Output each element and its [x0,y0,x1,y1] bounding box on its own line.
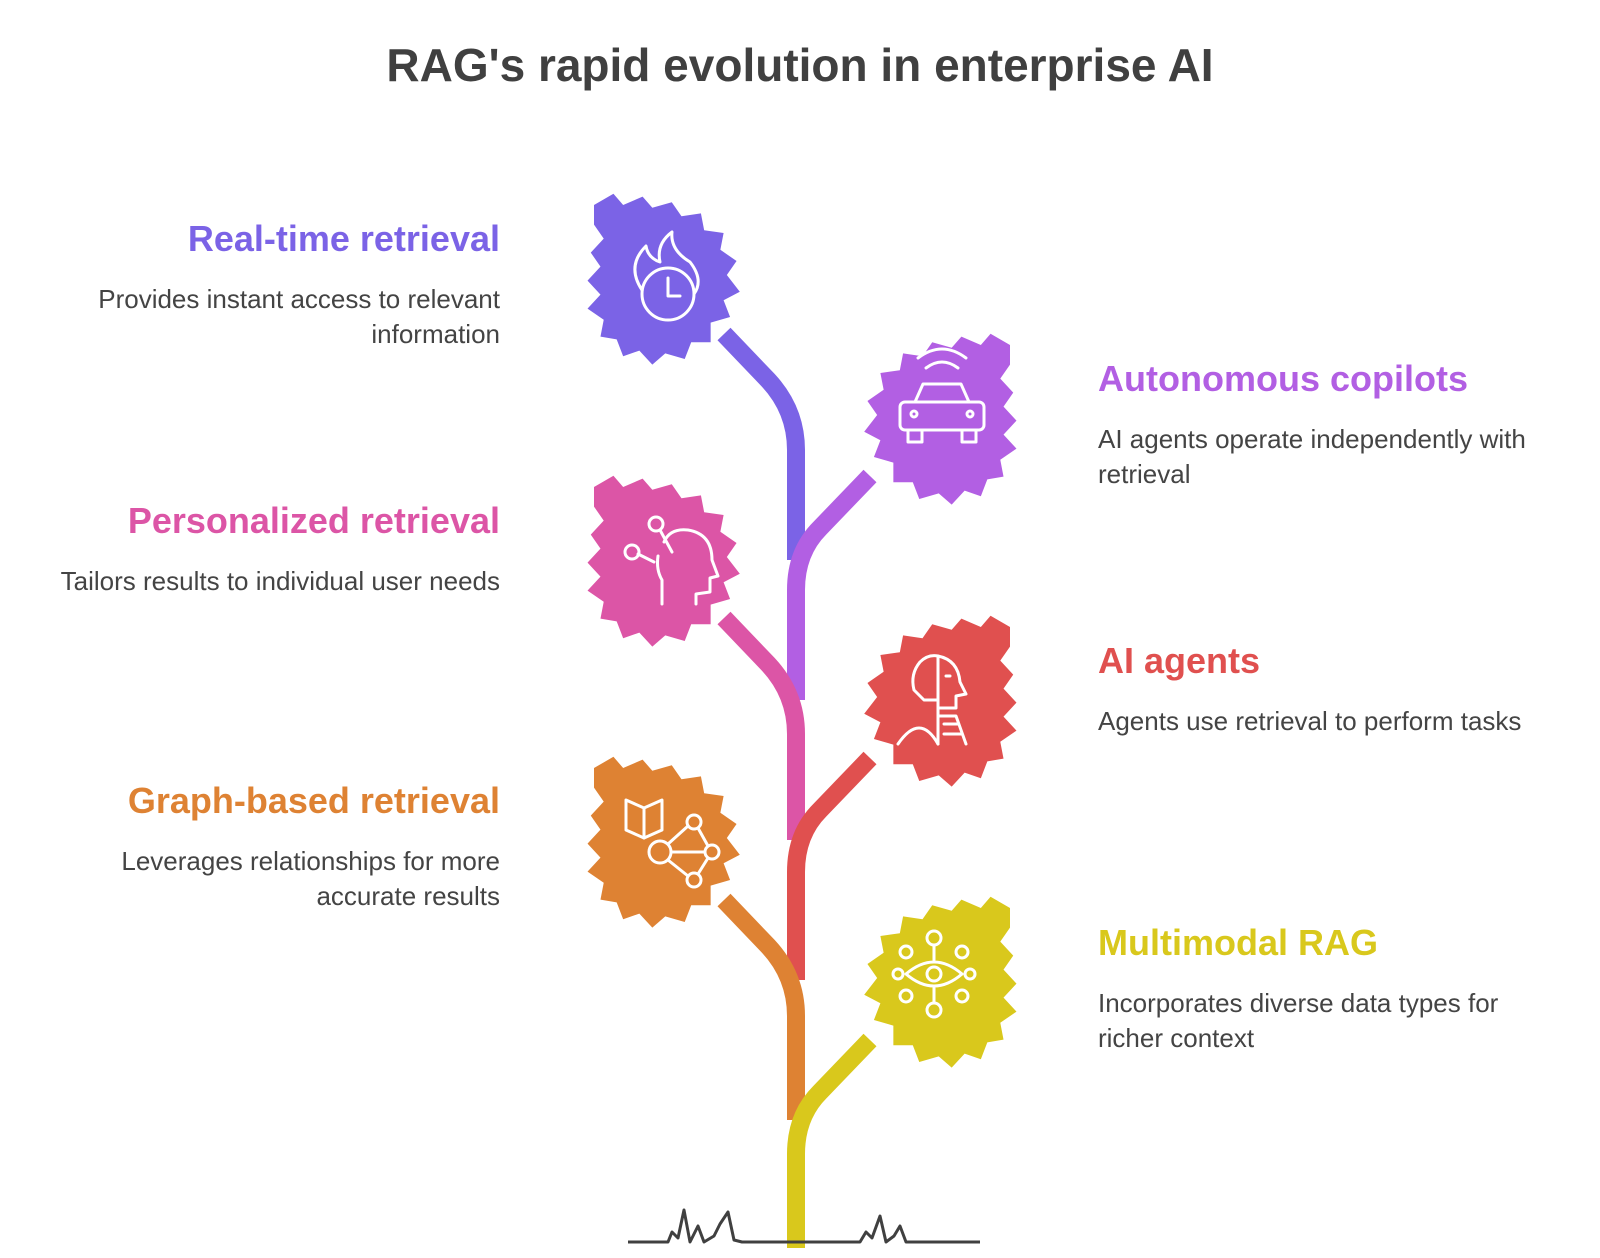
stem-segment-1 [717,327,805,560]
eye-network-icon [891,929,977,1019]
item-multimodal-rag: Multimodal RAG Incorporates diverse data… [1098,922,1568,1056]
stem-segment-3 [717,611,805,840]
item-title: Personalized retrieval [127,500,500,541]
item-title: Autonomous copilots [1098,358,1468,399]
leaf-ai-agents [864,615,1017,787]
item-title: Multimodal RAG [1098,922,1378,963]
item-title: Real-time retrieval [187,218,500,259]
item-description: Agents use retrieval to perform tasks [1098,706,1522,736]
stem-segment-5 [717,893,805,1120]
leaf-real-time-retrieval [587,193,740,365]
stem-segment-6 [787,1033,877,1248]
stem-segment-4 [787,751,877,980]
page-title: RAG's rapid evolution in enterprise AI [386,39,1214,91]
item-description: Tailors results to individual user needs [60,566,500,596]
leaf-personalized-retrieval [587,475,740,647]
autonomous-car-icon [898,347,986,444]
item-description: Incorporates diverse data types for rich… [1098,988,1499,1053]
item-description: Leverages relationships for more accurat… [121,846,500,911]
item-title: AI agents [1098,640,1261,681]
item-title: Graph-based retrieval [127,780,500,821]
fire-clock-icon [633,230,700,322]
robot-agent-icon [896,654,968,746]
item-description: Provides instant access to relevant info… [98,284,500,349]
leaf-autonomous-copilots [864,333,1017,505]
ground-line [628,1208,980,1244]
head-network-icon [623,515,720,606]
item-description: AI agents operate independently with ret… [1098,424,1526,489]
item-autonomous-copilots: Autonomous copilots AI agents operate in… [1098,358,1568,492]
item-ai-agents: AI agents Agents use retrieval to perfor… [1098,640,1568,739]
item-personalized-retrieval: Personalized retrieval Tailors results t… [30,500,500,599]
item-graph-based-retrieval: Graph-based retrieval Leverages relation… [30,780,500,914]
book-graph-icon [624,798,721,889]
item-real-time-retrieval: Real-time retrieval Provides instant acc… [30,218,500,352]
stem-segment-2 [787,469,877,700]
leaf-multimodal-rag [864,896,1017,1068]
